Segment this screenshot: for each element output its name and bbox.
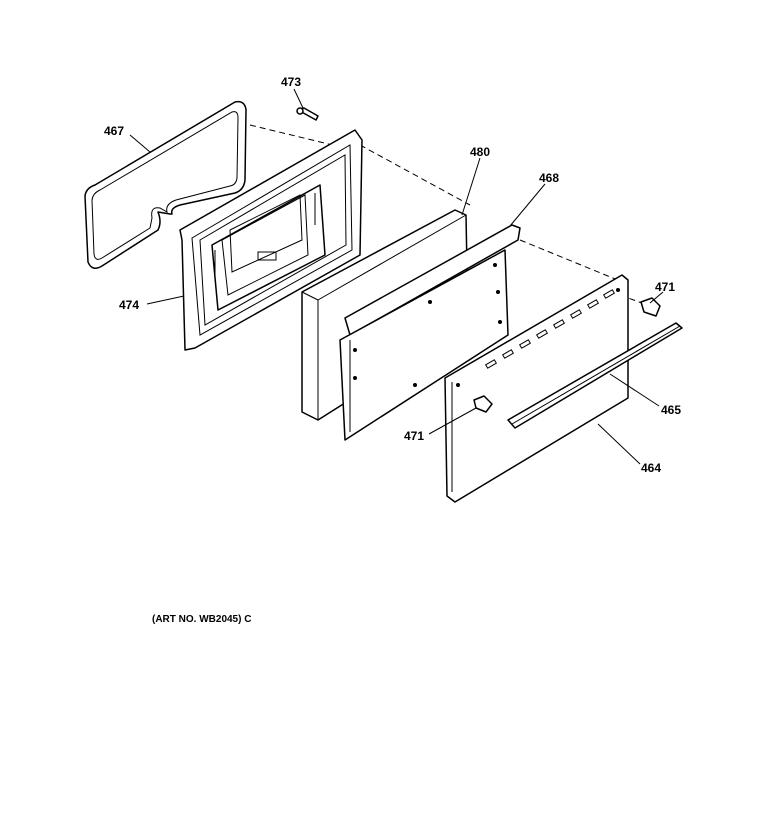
callout-471-right: 471	[655, 280, 675, 294]
callout-474: 474	[119, 298, 139, 312]
callout-471-left: 471	[404, 429, 424, 443]
callout-467: 467	[104, 124, 124, 138]
door-screw	[296, 107, 319, 121]
art-number: (ART NO. WB2045) C	[152, 614, 251, 625]
leader-lines	[129, 88, 664, 465]
vent-slots	[484, 289, 616, 369]
outer-door-panel	[444, 274, 629, 503]
inner-door-frame	[179, 129, 363, 351]
callout-labels: 467 473 480 468 474 471 465 471 464	[104, 75, 681, 475]
door-handle	[507, 322, 683, 429]
callout-464: 464	[641, 461, 661, 475]
callout-480: 480	[470, 145, 490, 159]
callout-468: 468	[539, 171, 559, 185]
handle-end-cap-left	[473, 395, 493, 413]
door-gasket	[84, 100, 247, 269]
callout-473: 473	[281, 75, 301, 89]
inner-door-panel	[339, 224, 521, 441]
callout-465: 465	[661, 403, 681, 417]
handle-end-cap-right	[640, 297, 661, 317]
